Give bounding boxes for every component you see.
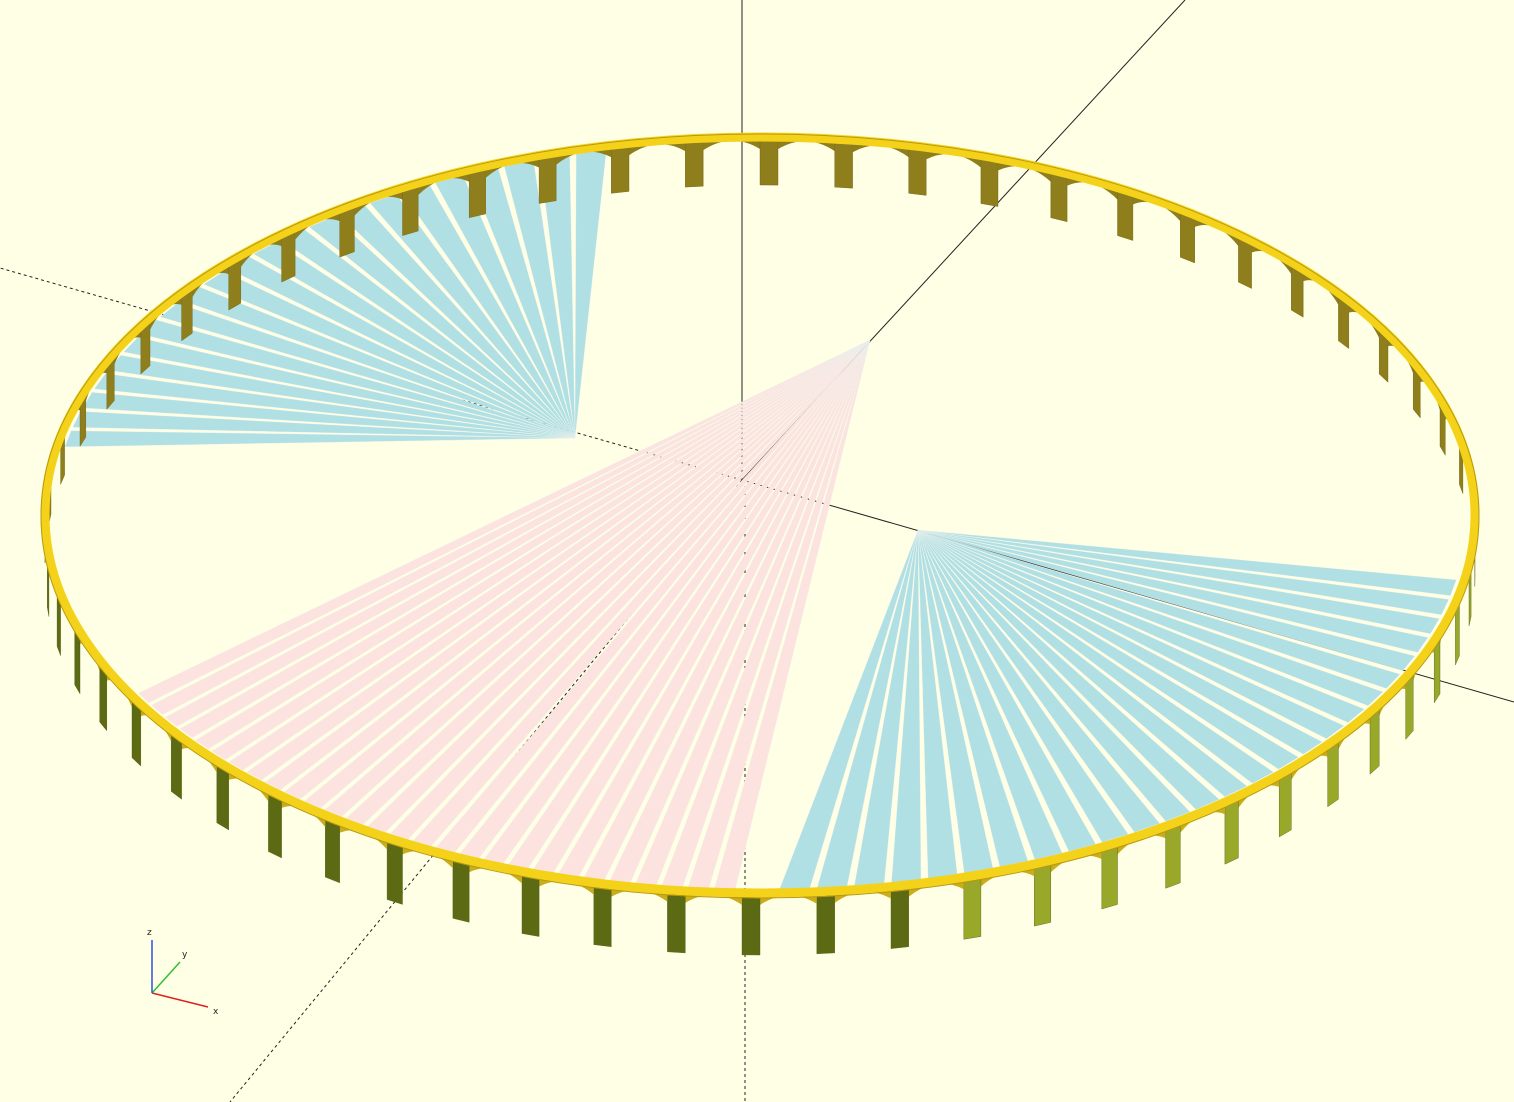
wedge-right-fan: [917, 529, 1450, 615]
wedge-center-fan: [367, 339, 871, 833]
arch-pillar: [1034, 860, 1052, 927]
arch-pillar: [816, 890, 835, 955]
wedge-center-fan: [389, 339, 871, 840]
wedge-center-fan: [211, 339, 871, 760]
wedge-right-fan: [917, 529, 1457, 596]
arch-pillar: [1101, 842, 1118, 910]
wedge-center-fan: [304, 339, 871, 809]
wedge-center-fan: [228, 339, 871, 771]
arch-pillar: [834, 138, 853, 189]
wedge-right-fan: [917, 529, 1440, 634]
arch-pillar: [741, 892, 761, 956]
wedge-center-fan: [151, 339, 871, 715]
wedge-right-fan: [917, 529, 1323, 755]
wedge-left-fan: [308, 216, 576, 439]
arch-pillar: [538, 152, 557, 204]
wedge-right-fan: [917, 529, 1401, 689]
wedge-center-fan: [284, 339, 871, 800]
wedge-center-fan: [345, 339, 871, 825]
gizmo-y-axis: [151, 961, 181, 994]
wedge-right-fan: [917, 529, 1429, 653]
wedge-right-fan: [917, 529, 1096, 852]
wedge-center-fan: [265, 339, 871, 790]
wedge-right-fan: [917, 529, 1365, 723]
wedge-left-fan: [82, 392, 576, 439]
wedge-right-fan: [917, 529, 1384, 706]
ring-top-rim: [40, 132, 1480, 898]
wedge-right-fan: [917, 529, 1274, 784]
wedge-right-fan: [917, 529, 1299, 770]
arch-pillar: [890, 884, 909, 949]
arch-pillar: [980, 155, 999, 207]
arch-pillar: [685, 137, 704, 188]
wedge-left-fan: [159, 303, 576, 439]
arch-pillar: [667, 889, 686, 954]
wedge-right-fan: [917, 529, 1345, 739]
wedge-center-fan: [246, 339, 871, 781]
axes-gizmo: x y z: [147, 928, 219, 1017]
wedge-right-fan: [917, 529, 1248, 797]
arch-pillar: [611, 143, 630, 194]
wedge-left-fan: [123, 337, 576, 439]
wedge-left-fan: [64, 430, 576, 447]
gizmo-y-label: y: [182, 950, 188, 960]
gizmo-z-label: z: [147, 928, 152, 938]
wedge-center-fan: [324, 339, 871, 817]
wedge-left-fan: [94, 373, 576, 439]
wedge-center-fan: [165, 339, 871, 727]
wedge-left-fan: [574, 149, 607, 439]
arch-pillar: [386, 837, 403, 905]
wedge-center-fan: [195, 339, 871, 750]
wedge-center-fan: [179, 339, 871, 738]
wedge-left-fan: [203, 271, 576, 439]
wedge-right-fan: [917, 529, 1160, 833]
wedge-left-fan: [369, 194, 576, 439]
wedge-center-fan: [412, 339, 871, 847]
ring-rim-edge: [40, 133, 1480, 899]
wedge-right-fan: [917, 529, 1191, 822]
wedge-left-fan: [253, 242, 576, 439]
wedge-center-fan: [138, 339, 871, 703]
gizmo-x-label: x: [213, 1007, 219, 1017]
arch-pillar: [759, 136, 779, 186]
wedge-left-fan: [435, 175, 576, 439]
arch-pillar: [963, 874, 982, 940]
wedge-right-fan: [917, 529, 1129, 843]
arch-pillar: [452, 856, 470, 923]
wedge-fans: [64, 149, 1457, 890]
wedge-left-fan: [72, 411, 576, 439]
gizmo-x-axis: [151, 992, 209, 1008]
arch-pillar: [521, 871, 540, 937]
ring-front-half: [40, 132, 1480, 956]
arch-pillar: [593, 882, 612, 947]
wedge-right-fan: [917, 529, 1416, 671]
arch-pillar: [908, 145, 927, 196]
wedge-right-fan: [917, 529, 1220, 810]
